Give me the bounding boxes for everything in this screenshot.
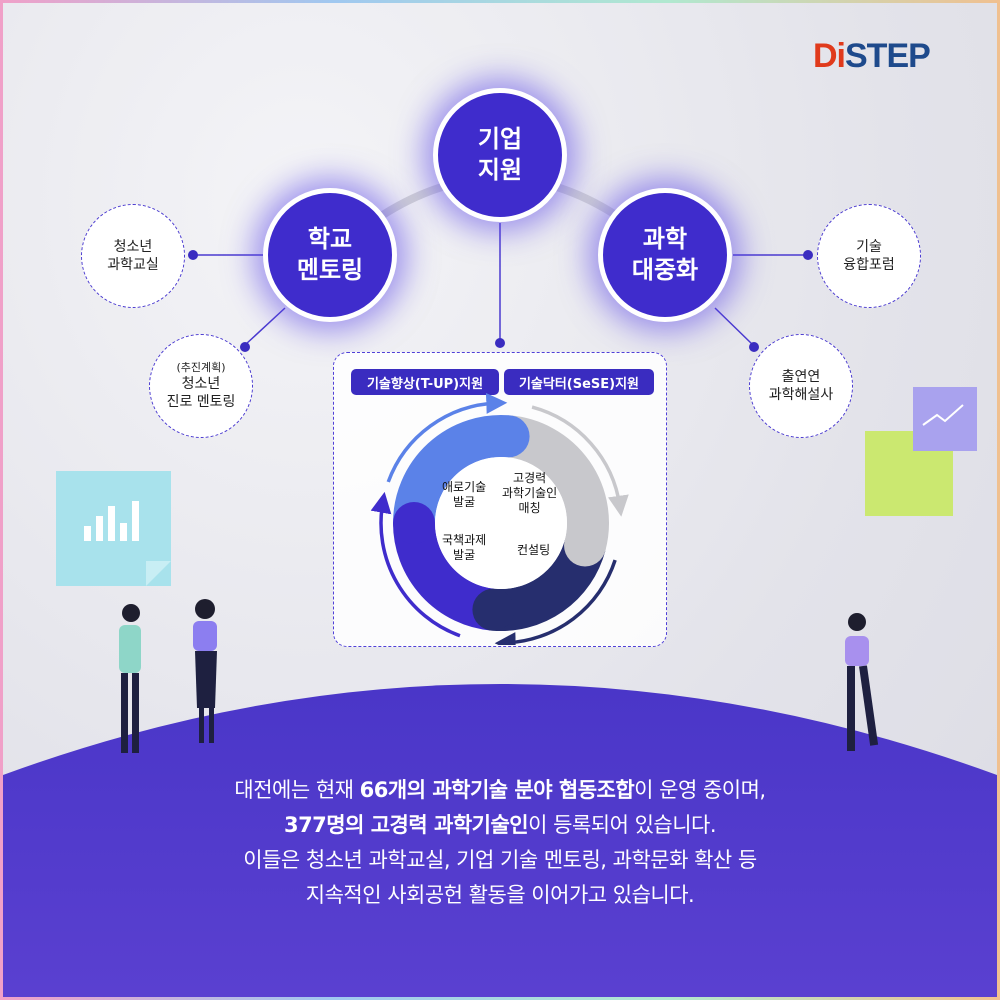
cycle-label-consulting: 컨설팅 (517, 543, 551, 557)
tag-tup: 기술향상(T-UP)지원 (351, 369, 499, 395)
dot (495, 338, 505, 348)
cycle-segment-cap (393, 502, 435, 544)
satellite-note: (추진계획) (176, 360, 226, 374)
summary-line-3: 이들은 청소년 과학교실, 기업 기술 멘토링, 과학문화 확산 등 (243, 848, 757, 872)
distep-logo: DiSTEP (813, 37, 931, 76)
satellite-youth-mentoring: (추진계획)청소년 진로 멘토링 (149, 334, 253, 438)
summary-line-2: 377명의 고경력 과학기술인이 등록되어 있습니다. (3, 808, 997, 843)
infographic: DiSTEP 기업 지원 학교 멘토링 과학 대중화 청소년 과학교실 (추진계… (3, 3, 997, 997)
cycle-label-matching: 고경력 과학기술인 매칭 (502, 471, 558, 515)
text: 대전에는 현재 (234, 778, 360, 802)
highlight: 66개의 과학기술 분야 협동조합 (359, 778, 635, 802)
summary-line-1: 대전에는 현재 66개의 과학기술 분야 협동조합이 운영 중이며, (3, 773, 997, 808)
cycle-diagram (370, 392, 629, 645)
tag-sese: 기술닥터(SeSE)지원 (504, 369, 654, 395)
text: 이 운영 중이며, (634, 778, 766, 802)
summary-line-4: 지속적인 사회공헌 활동을 이어가고 있습니다. (305, 883, 695, 907)
summary-text: 대전에는 현재 66개의 과학기술 분야 협동조합이 운영 중이며, 377명의… (3, 773, 997, 913)
dot (240, 342, 250, 352)
satellite-label: 출연연 과학해설사 (768, 368, 834, 403)
cycle-arrow-icon (386, 392, 508, 483)
trend-line-icon (922, 404, 964, 426)
cycle-label-issue: 애로기술 발굴 (442, 480, 487, 509)
logo-part1: Di (813, 37, 846, 75)
cycle-segment-cap (564, 524, 607, 567)
cycle-arrow-icon (370, 491, 461, 638)
satellite-label: 기술 융합포럼 (843, 238, 895, 273)
sticky-note-chart (56, 471, 171, 586)
logo-part2: STEP (845, 37, 931, 75)
highlight: 377명의 고경력 과학기술인 (283, 813, 529, 837)
cycle-arrow-icon (494, 559, 617, 645)
hub-science-popularization: 과학 대중화 (598, 188, 732, 322)
hub-school-mentoring: 학교 멘토링 (263, 188, 397, 322)
satellite-label: 청소년 과학교실 (107, 238, 159, 273)
cycle-center (435, 457, 567, 589)
bar-chart-icon (84, 501, 171, 586)
purple-hill (3, 684, 997, 997)
dot (803, 250, 813, 260)
satellite-youth-class: 청소년 과학교실 (81, 204, 185, 308)
satellite-tech-forum: 기술 융합포럼 (817, 204, 921, 308)
dot (188, 250, 198, 260)
cycle-segment-cap (487, 415, 530, 458)
sticky-note-trend (913, 387, 977, 451)
cycle-segment-cap (472, 588, 515, 631)
dot (749, 342, 759, 352)
program-box: 기술향상(T-UP)지원 기술닥터(SeSE)지원 애로기술 발굴 고경력 과학… (333, 352, 667, 647)
cycle-label-national-project: 국책과제 발굴 (442, 533, 487, 562)
person-illustration-right (845, 613, 879, 751)
satellite-label: 청소년 진로 멘토링 (166, 375, 236, 411)
line-l2 (244, 307, 286, 346)
text: 이 등록되어 있습니다. (528, 813, 717, 837)
cycle-arrow-icon (531, 405, 629, 517)
people-illustration-left (119, 599, 217, 753)
satellite-science-commentator: 출연연 과학해설사 (749, 334, 853, 438)
line-r2 (714, 307, 754, 346)
hub-corporate-support: 기업 지원 (433, 88, 567, 222)
